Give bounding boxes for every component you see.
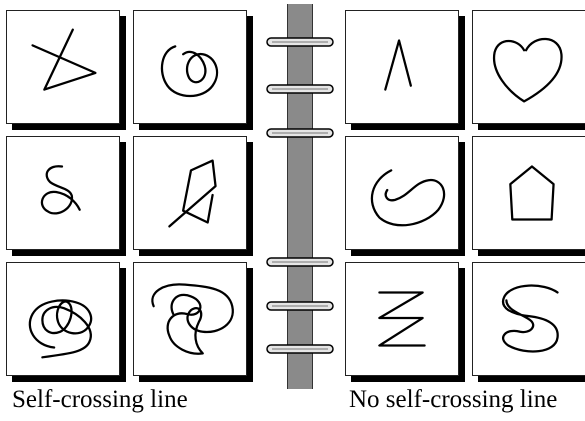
drawing-card-s-curve: [472, 262, 585, 376]
binder-spine: [287, 4, 313, 389]
binder-ring: [266, 82, 334, 96]
self-crossing-caption: Self-crossing line: [12, 386, 188, 414]
drawing-card-scribble-heart: [133, 262, 247, 376]
scribble-heart-drawing: [134, 263, 246, 375]
drawing-card-crossed-polygon: [133, 136, 247, 250]
drawing-card-tangled-loop: [6, 262, 120, 376]
caret-drawing: [346, 11, 458, 123]
drawing-card-house-pentagon: [472, 136, 585, 250]
drawing-card-six-loop: [6, 136, 120, 250]
crossed-triangle-drawing: [7, 11, 119, 123]
drawing-card-caret: [345, 10, 459, 124]
binder-ring: [266, 342, 334, 356]
binder-ring: [266, 255, 334, 269]
heart-drawing: [473, 11, 585, 123]
drawing-card-spiral: [345, 136, 459, 250]
drawing-card-crossed-triangle: [6, 10, 120, 124]
house-pentagon-drawing: [473, 137, 585, 249]
drawing-card-loop-heart: [133, 10, 247, 124]
binder-ring: [266, 299, 334, 313]
drawing-card-zigzag: [345, 262, 459, 376]
no-self-crossing-caption: No self-crossing line: [349, 386, 557, 414]
crossed-polygon-drawing: [134, 137, 246, 249]
loop-heart-drawing: [134, 11, 246, 123]
zigzag-drawing: [346, 263, 458, 375]
binder-ring: [266, 126, 334, 140]
six-loop-drawing: [7, 137, 119, 249]
s-curve-drawing: [473, 263, 585, 375]
tangled-loop-drawing: [7, 263, 119, 375]
binder-ring: [266, 35, 334, 49]
spiral-drawing: [346, 137, 458, 249]
drawing-card-heart: [472, 10, 585, 124]
